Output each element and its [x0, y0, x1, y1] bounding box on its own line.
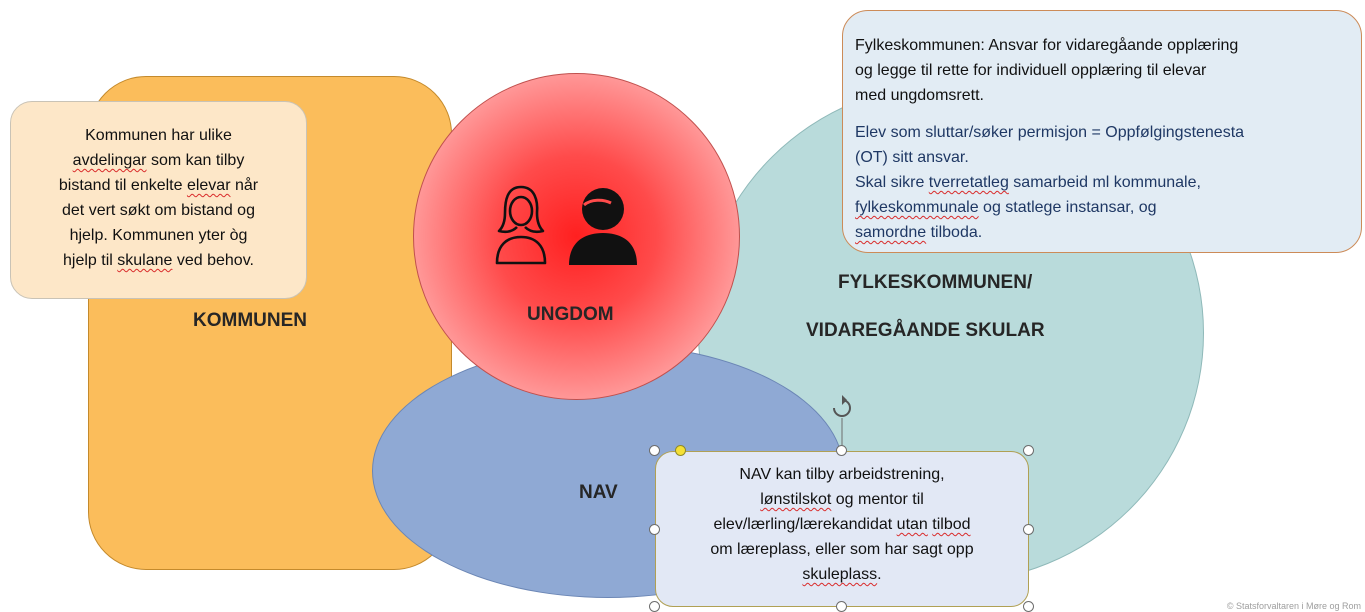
fylke-callout-line: og statlege instansar, og: [978, 199, 1157, 216]
fylke-callout-line: samarbeid ml kommunale,: [1008, 174, 1201, 191]
resize-handle-right[interactable]: [1023, 524, 1034, 535]
fylke-callout-word: tverretatleg: [928, 174, 1009, 191]
resize-handle-top-right[interactable]: [1023, 445, 1034, 456]
fylke-callout-word: Oppfølgingstenesta: [1105, 124, 1245, 141]
fylke-callout-word: fylkeskommunale: [855, 199, 979, 216]
kommunen-callout-line: hjelp til: [63, 252, 118, 269]
kommunen-callout-line: som kan tilby: [146, 152, 245, 169]
nav-callout-word: lønstilskot: [760, 491, 832, 508]
adjust-handle[interactable]: [675, 445, 686, 456]
nav-callout-line: og mentor til: [831, 491, 924, 508]
fylke-callout-line: med ungdomsrett.: [855, 87, 984, 104]
nav-callout-word: skuleplass: [802, 566, 878, 583]
nav-label: NAV: [579, 482, 618, 503]
resize-handle-bottom-right[interactable]: [1023, 601, 1034, 612]
nav-callout-line: elev/lærling/lærekandidat: [713, 516, 897, 533]
resize-handle-top[interactable]: [836, 445, 847, 456]
fylke-callout-line: Skal sikre: [855, 174, 929, 191]
resize-handle-bottom-left[interactable]: [649, 601, 660, 612]
fylke-callout-word: samordne: [855, 224, 927, 241]
fylke-callout-line: tilboda.: [926, 224, 983, 241]
nav-callout-line: om læreplass, eller som har sagt opp: [710, 541, 974, 558]
fylkeskommunen-label: FYLKESKOMMUNEN/: [838, 272, 1033, 293]
kommunen-callout-line: hjelp. Kommunen yter òg: [69, 227, 248, 244]
rotate-handle[interactable]: [825, 394, 859, 450]
fylke-callout-line: Fylkeskommunen: Ansvar for vidaregåande …: [855, 37, 1239, 54]
nav-callout[interactable]: NAV kan tilby arbeidstrening, lønstilsko…: [655, 451, 1029, 607]
ungdom-label: UNGDOM: [527, 304, 614, 325]
resize-handle-top-left[interactable]: [649, 445, 660, 456]
kommunen-callout-line: ved behov.: [172, 252, 254, 269]
resize-handle-left[interactable]: [649, 524, 660, 535]
nav-callout-line: .: [877, 566, 882, 583]
kommunen-callout-word: elevar: [186, 177, 231, 194]
fylke-callout-line: (OT) sitt ansvar.: [855, 149, 969, 166]
kommunen-callout-line: det vert søkt om bistand og: [62, 202, 255, 219]
kommunen-callout-word: skulane: [117, 252, 173, 269]
kommunen-callout-line: når: [230, 177, 259, 194]
kommunen-callout: Kommunen har ulike avdelingar som kan ti…: [10, 101, 307, 299]
vidaregaande-label: VIDAREGÅANDE SKULAR: [806, 320, 1045, 341]
nav-callout-line: NAV kan tilby arbeidstrening,: [739, 466, 945, 483]
fylkeskommunen-callout: Fylkeskommunen: Ansvar for vidaregåande …: [842, 10, 1362, 253]
nav-callout-word: tilbod: [932, 516, 971, 533]
resize-handle-bottom[interactable]: [836, 601, 847, 612]
nav-callout-word: utan: [896, 516, 928, 533]
kommunen-label: KOMMUNEN: [193, 310, 307, 331]
copyright-footer: © Statsforvaltaren i Møre og Rom: [1226, 601, 1361, 611]
kommunen-callout-line: Kommunen har ulike: [85, 127, 232, 144]
fylke-callout-line: og legge til rette for individuell opplæ…: [855, 62, 1207, 79]
kommunen-callout-word: avdelingar: [72, 152, 147, 169]
ungdom-circle: [413, 73, 740, 400]
fylke-callout-line: Elev som sluttar/søker permisjon =: [855, 124, 1106, 141]
people-icon: [495, 185, 637, 265]
kommunen-callout-line: bistand til enkelte: [58, 177, 187, 194]
